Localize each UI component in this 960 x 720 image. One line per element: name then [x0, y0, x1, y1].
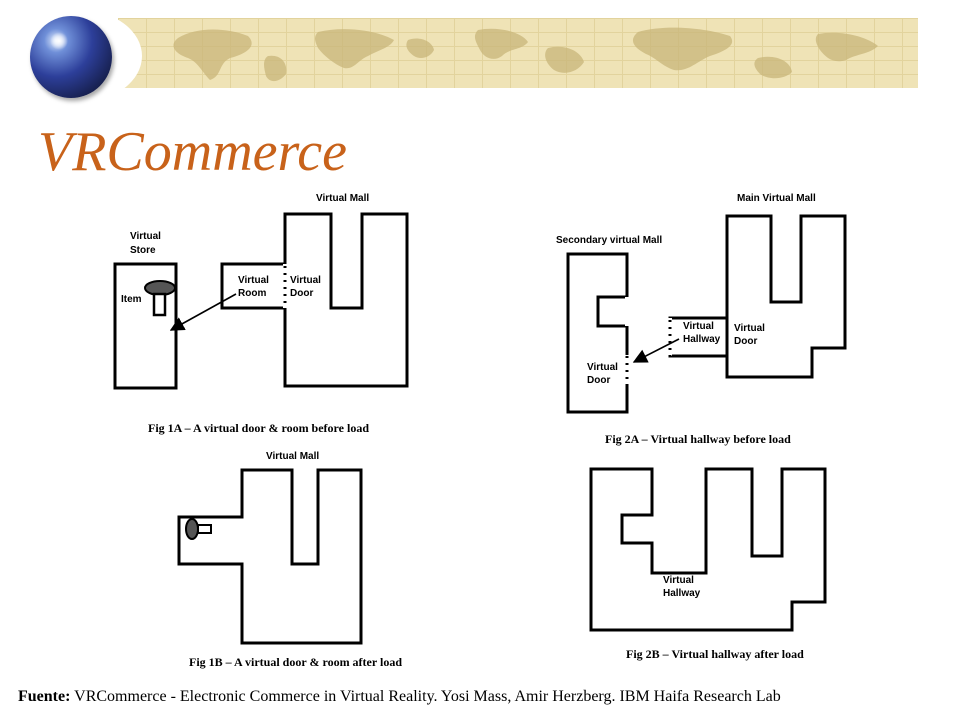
fig2a-door-left-label-1: Virtual [587, 362, 618, 373]
fig2a-secondary-mall-outline [566, 252, 629, 414]
fig-2b: Virtual Hallway Fig 2B – Virtual hallway… [589, 467, 827, 661]
slide-title: VRCommerce [38, 121, 347, 183]
fig2a-hallway-label-1: Virtual [683, 321, 714, 332]
fig1a-store-label-1: Virtual [130, 231, 161, 242]
fig1b-mall-label: Virtual Mall [266, 451, 319, 462]
source-label: Fuente: [18, 688, 71, 705]
map-banner [118, 18, 918, 88]
fig-1b: Virtual Mall Fig 1B – A virtual door & r… [177, 451, 402, 669]
fig2a-hallway-label-2: Hallway [683, 334, 721, 345]
globe-icon [30, 16, 112, 98]
fig1b-item-stand [197, 524, 212, 534]
fig2a-secondary-mall-label: Secondary virtual Mall [556, 235, 662, 246]
fig2a-door-left-label-2: Door [587, 375, 610, 386]
fig1a-mall-label: Virtual Mall [316, 193, 369, 204]
fig2b-hallway-label-2: Hallway [663, 588, 701, 599]
fig1a-room-label-2: Room [238, 288, 266, 299]
fig2b-caption: Fig 2B – Virtual hallway after load [626, 647, 804, 661]
fig2a-main-mall-label: Main Virtual Mall [737, 193, 816, 204]
globe-logo [12, 6, 142, 106]
fig2a-caption: Fig 2A – Virtual hallway before load [605, 432, 791, 446]
fig1a-item-label: Item [121, 294, 142, 305]
source-text: VRCommerce - Electronic Commerce in Virt… [70, 688, 781, 705]
fig-1a: Virtual Mall Virtual Store Item Virtual … [113, 193, 409, 435]
fig2a-main-mall-outline [725, 214, 847, 379]
fig1a-virtual-room [220, 262, 287, 310]
fig1b-caption: Fig 1B – A virtual door & room after loa… [189, 655, 402, 669]
fig2a-load-arrow [632, 338, 680, 363]
fig-2a: Main Virtual Mall Secondary virtual Mall… [556, 193, 847, 446]
fig1a-mall-outline [283, 212, 409, 388]
fig1a-load-arrow [169, 293, 237, 331]
fig1a-door-label-2: Door [290, 288, 313, 299]
fig2a-secondary-notch [596, 295, 627, 328]
fig1a-store-label-2: Store [130, 245, 156, 256]
fig1a-item-stand [152, 292, 167, 317]
fig1b-item-icon [185, 518, 199, 540]
source-citation: Fuente: VRCommerce - Electronic Commerce… [18, 688, 781, 706]
fig2b-hallway-label-1: Virtual [663, 575, 694, 586]
world-map-graphic [173, 27, 878, 82]
fig2b-combined-outline [589, 467, 827, 632]
globe-shine [50, 32, 68, 50]
fig1a-caption: Fig 1A – A virtual door & room before lo… [148, 421, 369, 435]
fig2a-door-right-label-1: Virtual [734, 323, 765, 334]
fig1a-door-label-1: Virtual [290, 275, 321, 286]
fig1b-mall-outline [177, 468, 363, 645]
fig2a-door-right-label-2: Door [734, 336, 757, 347]
fig1a-room-label-1: Virtual [238, 275, 269, 286]
